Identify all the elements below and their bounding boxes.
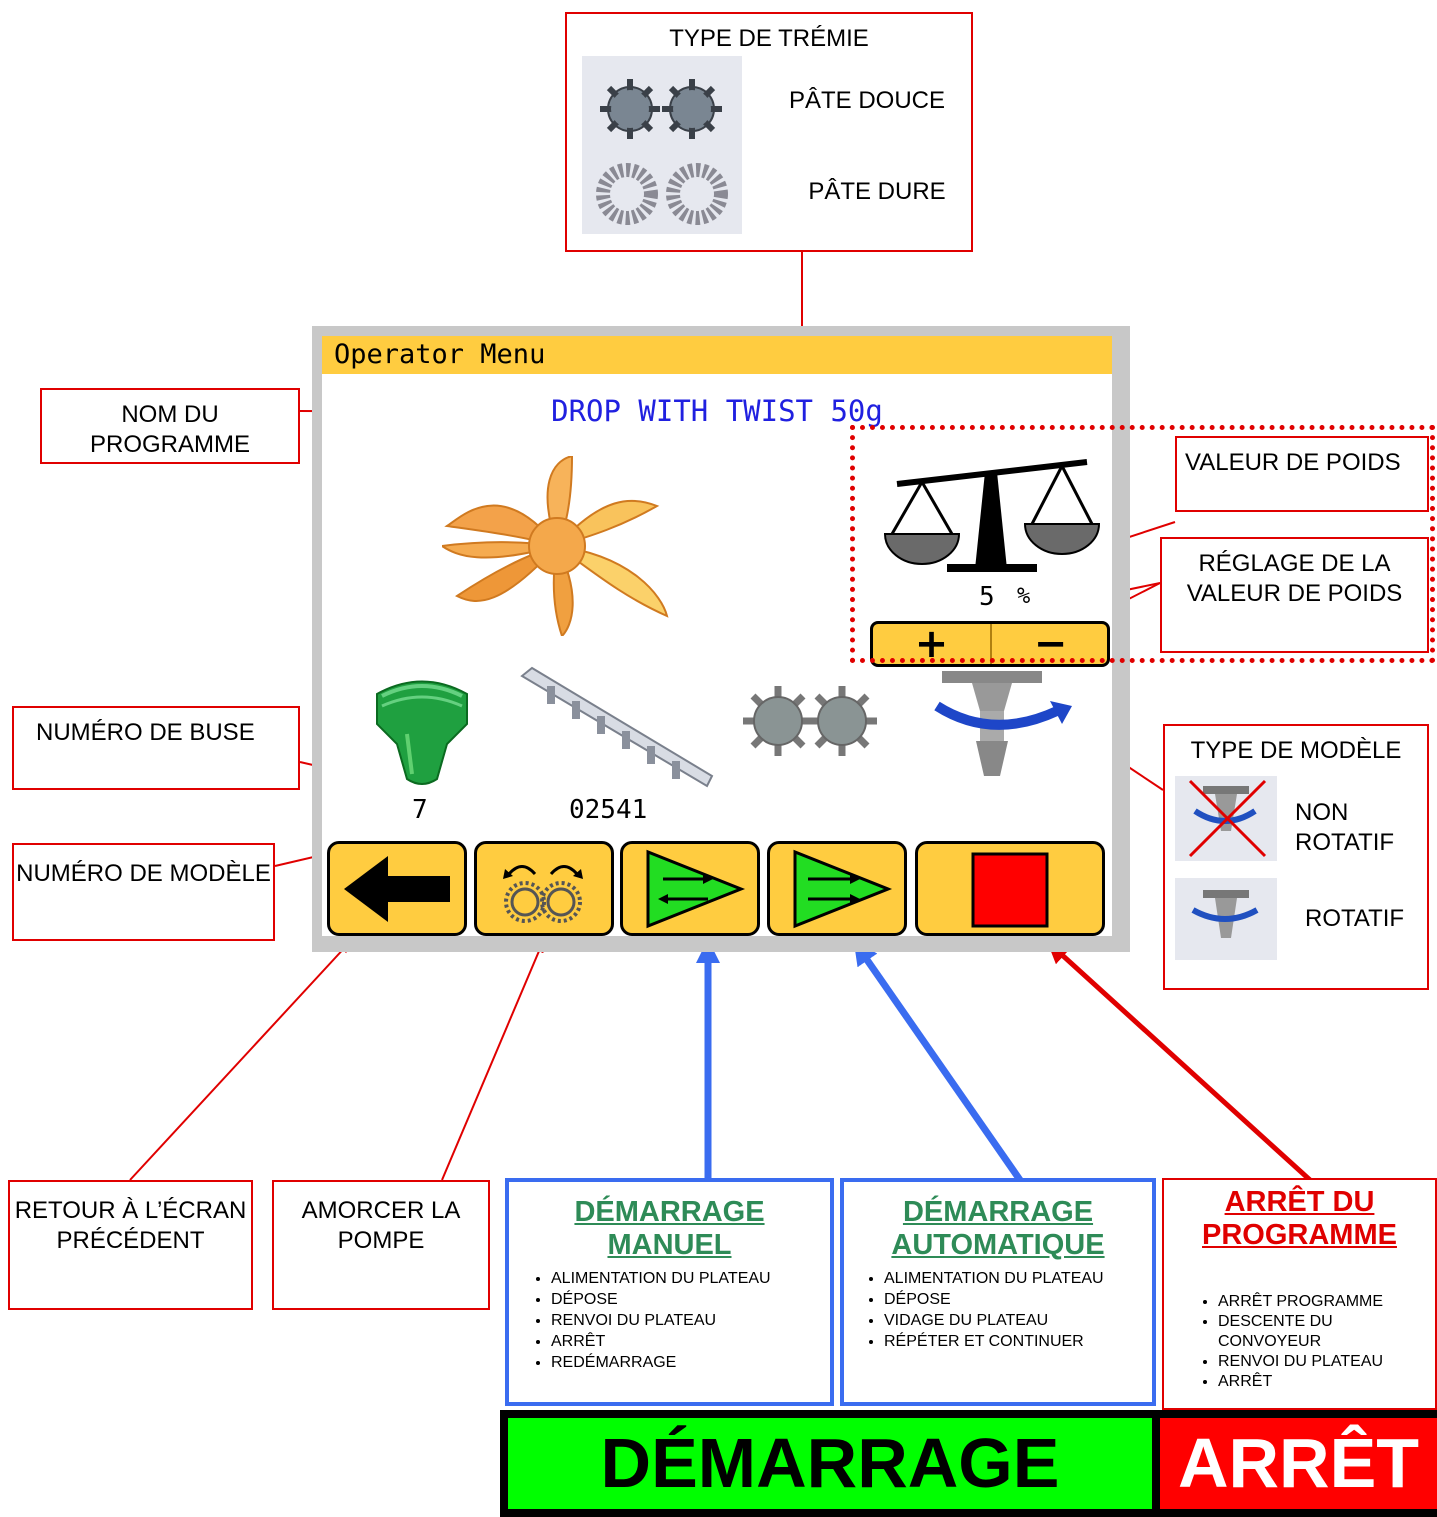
stop-square-icon (971, 852, 1049, 928)
list-item: VIDAGE DU PLATEAU (884, 1310, 1152, 1331)
manual-start-box: DÉMARRAGE MANUEL ALIMENTATION DU PLATEAU… (505, 1178, 834, 1406)
soft-dough-label: PÂTE DOUCE (788, 87, 946, 114)
back-button[interactable] (327, 841, 467, 936)
stop-program-button[interactable] (915, 841, 1105, 936)
list-item: DÉPOSE (884, 1289, 1152, 1310)
weight-unit: % (1017, 584, 1031, 609)
model-type-callout: TYPE DE MODÈLE NON ROTATIF ROTATIF (1163, 724, 1429, 990)
list-item: REDÉMARRAGE (551, 1352, 830, 1373)
twist-drop-product-icon (442, 456, 669, 636)
program-name-callout: NOM DU PROGRAMME (40, 388, 300, 464)
nozzle-number: 7 (412, 795, 428, 825)
list-item: RENVOI DU PLATEAU (551, 1310, 830, 1331)
auto-start-title: DÉMARRAGE AUTOMATIQUE (891, 1196, 1105, 1261)
list-item: ALIMENTATION DU PLATEAU (551, 1268, 830, 1289)
rotating-nozzle-icon (1175, 878, 1277, 960)
screen-title: Operator Menu (322, 336, 1112, 374)
program-stop-title: ARRÊT DU PROGRAMME (1202, 1186, 1397, 1251)
weight-value: 5 (979, 582, 995, 612)
hard-dough-label: PÂTE DURE (808, 178, 946, 205)
weight-value-callout: VALEUR DE POIDS (1175, 436, 1429, 512)
weight-plus-button[interactable]: + (873, 624, 992, 664)
auto-start-list: ALIMENTATION DU PLATEAU DÉPOSE VIDAGE DU… (844, 1268, 1152, 1352)
hopper-gears-icon (743, 686, 877, 756)
depositor-bar-model-icon (520, 666, 714, 788)
stop-button-frame: ARRÊT (1160, 1410, 1437, 1517)
nozzle-icon (376, 680, 468, 785)
program-name: DROP WITH TWIST 50g (551, 394, 883, 428)
nozzle-number-callout: NUMÉRO DE BUSE (12, 706, 300, 790)
list-item: ALIMENTATION DU PLATEAU (884, 1268, 1152, 1289)
weight-area-highlight (850, 425, 1435, 663)
auto-start-play-icon (793, 849, 893, 929)
manual-start-button[interactable] (620, 841, 760, 936)
start-button-frame: DÉMARRAGE (500, 1410, 1160, 1517)
program-stop-box: ARRÊT DU PROGRAMME ARRÊT PROGRAMME DESCE… (1162, 1178, 1437, 1410)
weight-adjust-buttons: + − (870, 621, 1110, 667)
non-rotating-nozzle-icon (1175, 776, 1277, 861)
rotating-model-icon (934, 671, 1072, 776)
manual-start-list: ALIMENTATION DU PLATEAU DÉPOSE RENVOI DU… (509, 1268, 830, 1373)
soft-dough-gears-icon (600, 79, 722, 139)
list-item: ARRÊT PROGRAMME (1218, 1292, 1435, 1312)
rotating-label: ROTATIF (1305, 905, 1405, 932)
list-item: DESCENTE DU CONVOYEUR (1218, 1312, 1435, 1352)
manual-start-play-icon (646, 849, 746, 929)
hopper-type-title: TYPE DE TRÉMIE (669, 25, 869, 52)
hopper-type-callout: TYPE DE TRÉMIE PÂTE DOUCE PÂTE DURE (565, 12, 973, 252)
model-number: 02541 (569, 795, 648, 825)
auto-start-button[interactable] (767, 841, 907, 936)
back-callout: RETOUR À L’ÉCRAN PRÉCÉDENT (8, 1180, 253, 1310)
list-item: ARRÊT (1218, 1372, 1435, 1392)
stop-button[interactable]: ARRÊT (1160, 1418, 1437, 1509)
operator-screen: Operator Menu DROP WITH TWIST 50g (322, 336, 1112, 936)
program-stop-list: ARRÊT PROGRAMME DESCENTE DU CONVOYEUR RE… (1164, 1292, 1435, 1392)
manual-start-title: DÉMARRAGE MANUEL (574, 1196, 765, 1261)
list-item: RÉPÉTER ET CONTINUER (884, 1331, 1152, 1352)
model-type-title: TYPE DE MODÈLE (1190, 737, 1402, 764)
prime-pump-button[interactable] (474, 841, 614, 936)
start-button[interactable]: DÉMARRAGE (508, 1418, 1152, 1509)
back-arrow-icon (344, 856, 450, 922)
weight-adjust-callout: RÉGLAGE DE LA VALEUR DE POIDS (1160, 537, 1429, 653)
list-item: RENVOI DU PLATEAU (1218, 1352, 1435, 1372)
weight-minus-button[interactable]: − (1033, 621, 1068, 667)
auto-start-box: DÉMARRAGE AUTOMATIQUE ALIMENTATION DU PL… (840, 1178, 1156, 1406)
prime-pump-gears-icon (503, 865, 583, 923)
model-number-callout: NUMÉRO DE MODÈLE (12, 843, 275, 941)
non-rotating-label: NON ROTATIF (1295, 799, 1395, 856)
hopper-image (582, 56, 742, 234)
list-item: DÉPOSE (551, 1289, 830, 1310)
weight-scale-icon (883, 459, 1101, 572)
list-item: ARRÊT (551, 1331, 830, 1352)
hard-dough-rings-icon (596, 163, 728, 225)
prime-pump-callout: AMORCER LA POMPE (272, 1180, 490, 1310)
operator-screen-frame: Operator Menu DROP WITH TWIST 50g (312, 326, 1130, 952)
